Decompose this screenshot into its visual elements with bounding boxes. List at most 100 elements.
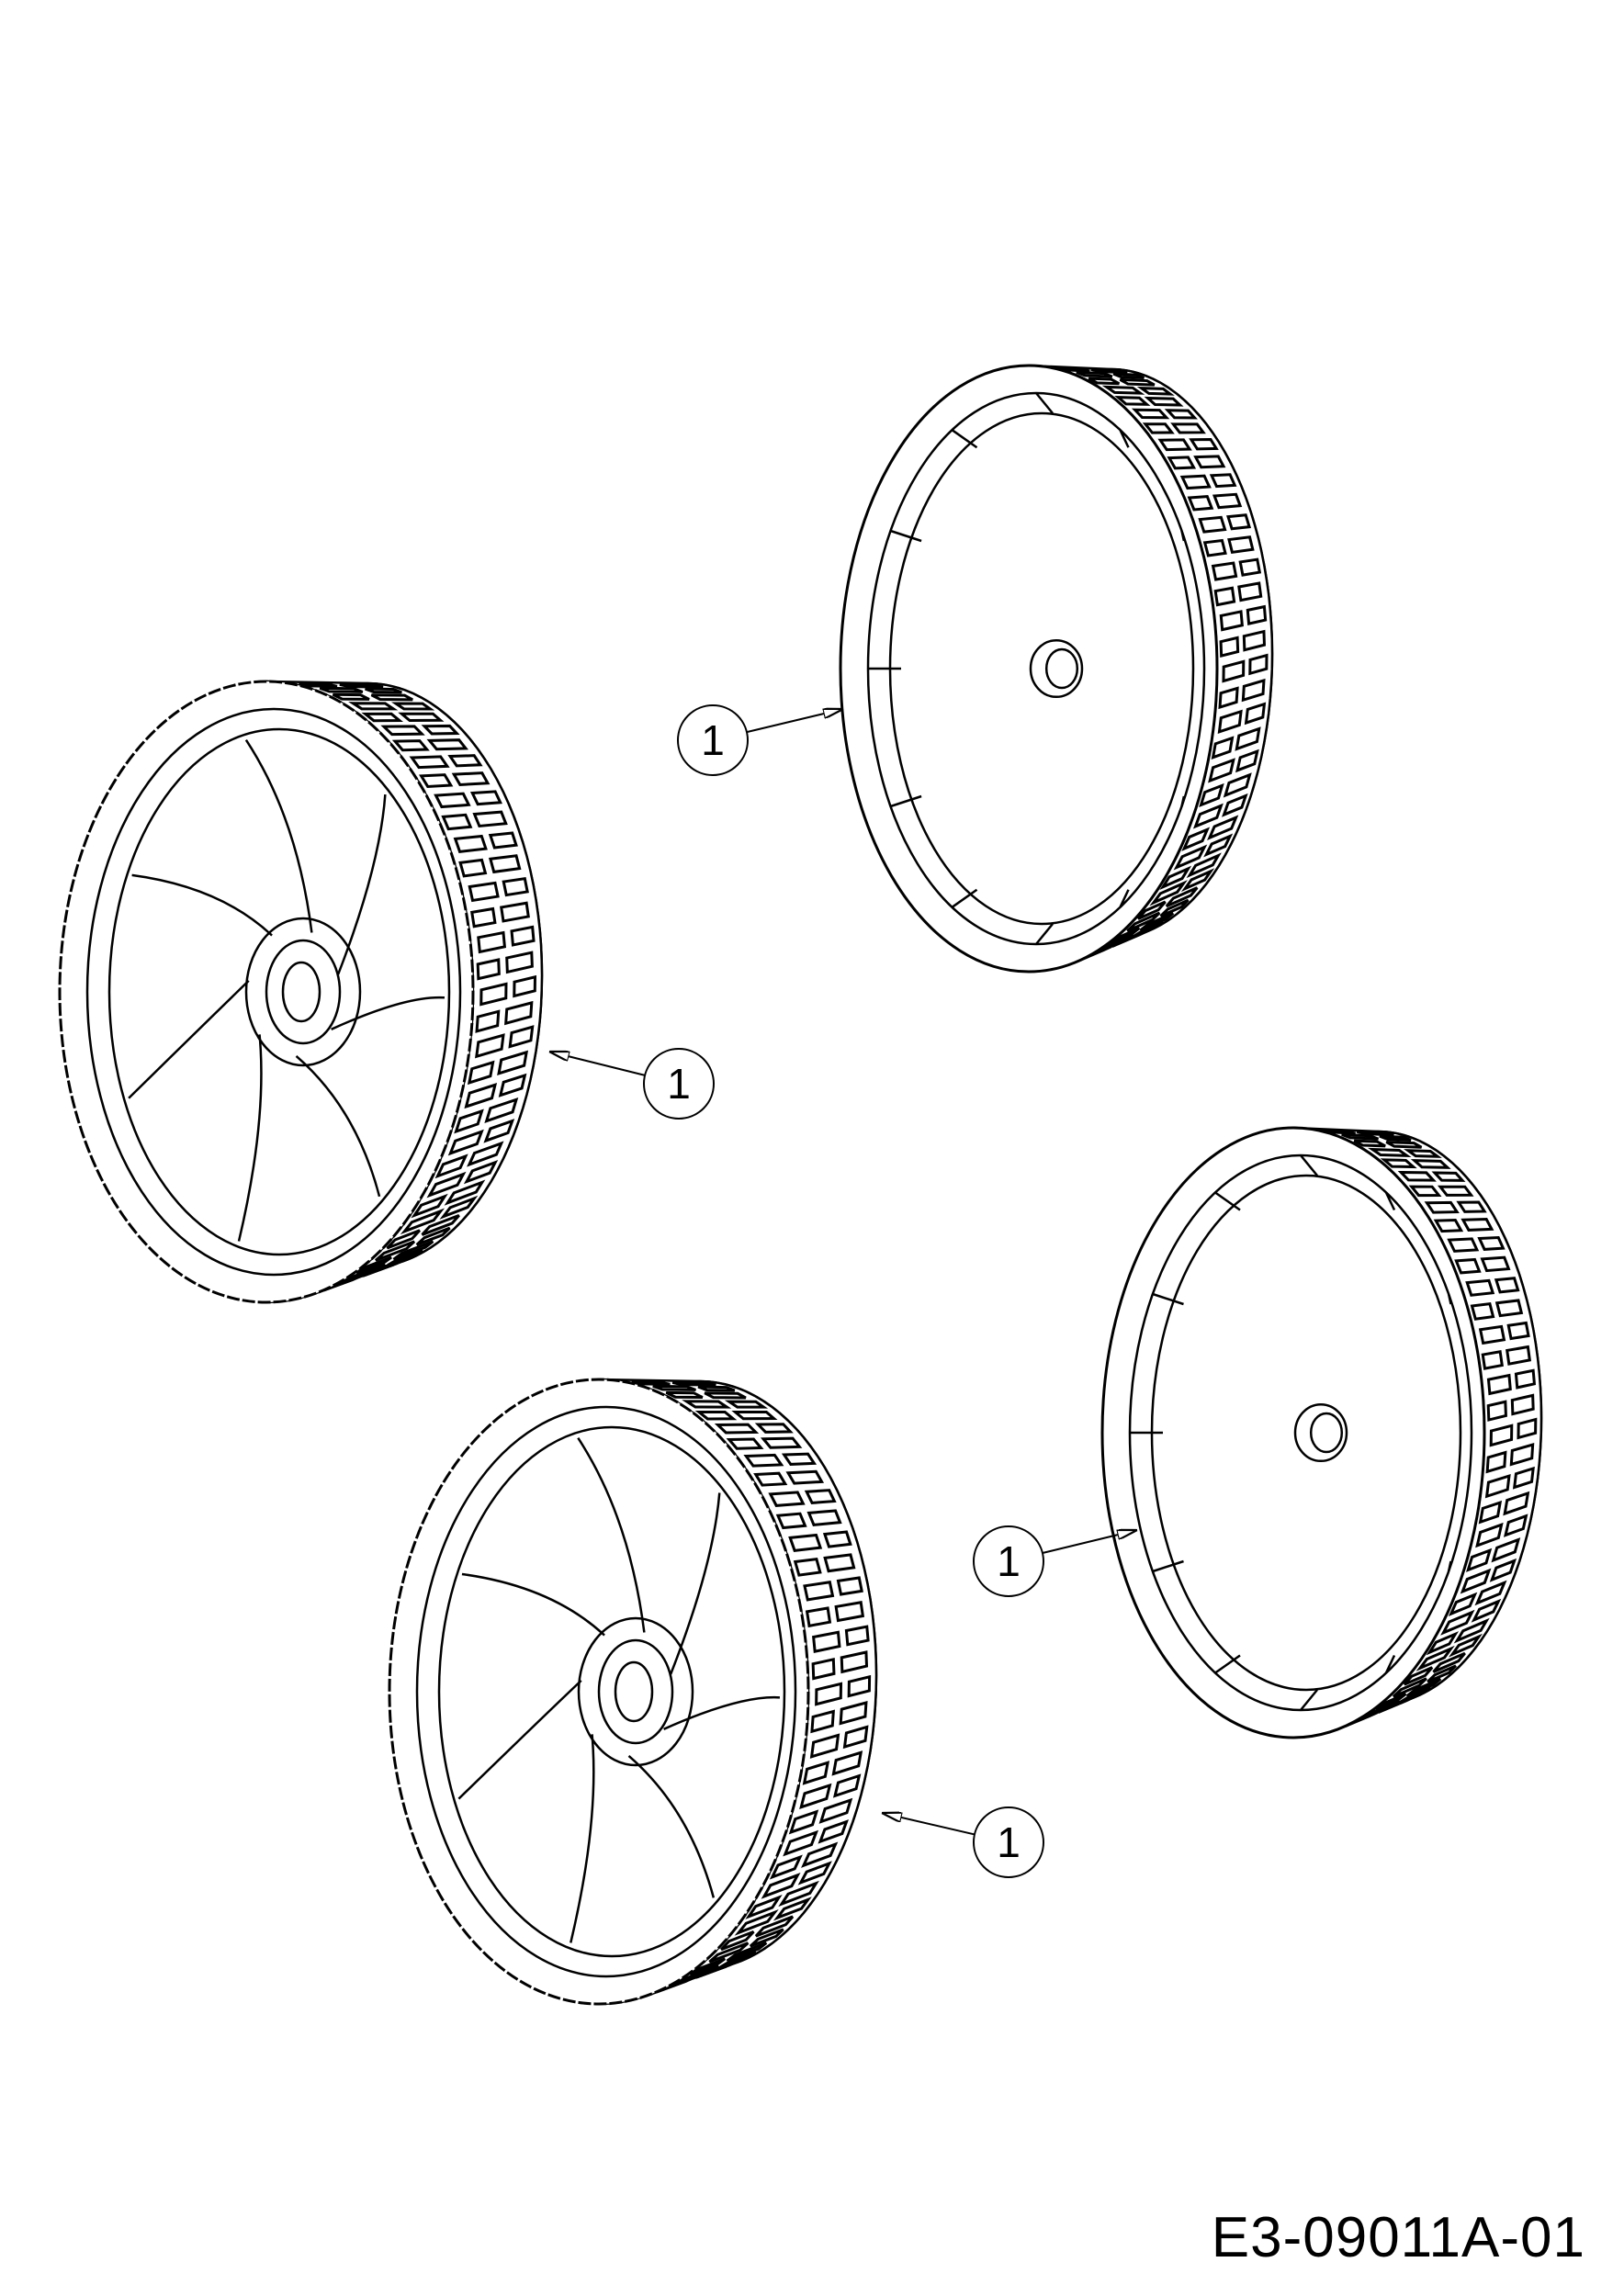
tread-block — [488, 854, 522, 874]
tread-block — [1131, 408, 1170, 420]
rim-rib — [951, 429, 978, 449]
tread-block — [464, 1083, 498, 1109]
tread-block — [781, 1452, 818, 1466]
tread-block — [1088, 377, 1121, 386]
tread-block — [822, 1530, 852, 1548]
callout-circle — [643, 1048, 715, 1120]
tread-block — [1104, 934, 1137, 950]
leader-line — [1042, 1530, 1137, 1555]
rim-rib — [1152, 1292, 1184, 1306]
tread-block — [498, 1073, 527, 1097]
tread-block — [831, 1750, 863, 1776]
tread-block — [1189, 437, 1219, 451]
tread-block — [1356, 1130, 1394, 1137]
tread-block — [714, 1423, 760, 1435]
tread-block — [365, 687, 402, 694]
tread-block — [1219, 610, 1244, 632]
tread-block — [415, 1226, 451, 1246]
tread-block — [839, 1701, 868, 1726]
tread-block — [469, 790, 502, 806]
tread-block — [1090, 367, 1128, 375]
callout-number: 1 — [701, 716, 725, 764]
tread-block — [1112, 372, 1145, 379]
tread-block — [1222, 793, 1248, 817]
tread-block — [1506, 1345, 1532, 1366]
tread-block — [470, 906, 497, 929]
tread-block — [1431, 1171, 1466, 1182]
rim-rib — [1152, 1559, 1184, 1573]
tread-block — [444, 1179, 486, 1206]
tread-block — [1235, 748, 1259, 773]
tread-block — [447, 754, 483, 768]
tread-block — [1486, 1400, 1507, 1422]
tread-block — [1246, 604, 1268, 625]
tread-block — [749, 1928, 784, 1948]
tread-block — [671, 1380, 716, 1387]
tread-block — [1244, 702, 1267, 726]
axle-bore — [614, 1660, 654, 1723]
tread-block — [319, 686, 364, 693]
tread-block — [1477, 1235, 1506, 1251]
callout-wheel-front-left: 1 — [549, 1048, 715, 1120]
tread-block — [1486, 1373, 1512, 1396]
tread-block — [760, 1436, 803, 1449]
tread-block — [380, 725, 425, 737]
tread-block — [806, 1509, 842, 1526]
tread-block — [1367, 1147, 1412, 1157]
tread-block — [1170, 422, 1206, 434]
callout-wheel-rear-bottom: 1 — [973, 1525, 1137, 1597]
tread-block — [1453, 1617, 1490, 1644]
rim-rib — [1300, 1689, 1318, 1711]
wheel-rear-top — [839, 364, 1274, 974]
tread-block — [1180, 868, 1215, 893]
tread-block — [773, 1896, 812, 1921]
tread-block — [453, 834, 488, 853]
tread-block — [803, 1581, 835, 1602]
tread-block — [508, 1025, 535, 1049]
tread-block — [510, 925, 536, 947]
rim-rib — [1119, 429, 1130, 448]
tread-block — [815, 1682, 843, 1706]
tread-block — [1192, 803, 1224, 829]
tread-block — [1380, 1158, 1417, 1169]
tread-block — [472, 810, 508, 828]
tread-block — [1456, 1200, 1487, 1213]
leader-line — [746, 709, 843, 734]
tread-block — [720, 1930, 755, 1952]
tread-block — [694, 1411, 738, 1421]
tread-block — [1181, 827, 1211, 851]
tread-block — [697, 1385, 736, 1392]
tread-block — [1404, 1149, 1442, 1158]
spoke — [331, 996, 445, 1030]
tread-block — [1489, 1558, 1517, 1582]
tread-block — [810, 1709, 835, 1734]
callout-circle — [973, 1525, 1044, 1597]
tread-block — [1211, 561, 1238, 581]
tread-block — [823, 1553, 856, 1573]
tread-block — [1494, 1277, 1520, 1294]
callout-number: 1 — [997, 1537, 1021, 1585]
leader-line — [549, 1052, 646, 1076]
tread-block — [1509, 1443, 1535, 1467]
tread-block — [348, 702, 399, 711]
axle-bore — [1309, 1412, 1344, 1454]
tread-block — [1485, 1450, 1507, 1474]
tread-block — [1437, 1185, 1474, 1197]
tread-block — [1447, 1237, 1480, 1253]
tread-block — [1510, 1393, 1535, 1416]
tread-block — [411, 1193, 448, 1219]
tread-block — [1203, 833, 1234, 858]
tire-sidewall — [839, 364, 1219, 974]
spoke — [570, 1734, 595, 1943]
tread-block — [818, 1797, 853, 1824]
tread-block — [1159, 865, 1192, 891]
tread-block — [1478, 1324, 1506, 1345]
tread-block — [1208, 758, 1235, 783]
tread-block — [409, 755, 450, 770]
tread-block — [804, 1489, 837, 1505]
tread-block — [434, 792, 471, 809]
tread-block — [793, 1557, 822, 1577]
tread-block — [726, 1941, 768, 1963]
tread-block — [842, 1725, 869, 1750]
tread-block — [1353, 1139, 1386, 1148]
